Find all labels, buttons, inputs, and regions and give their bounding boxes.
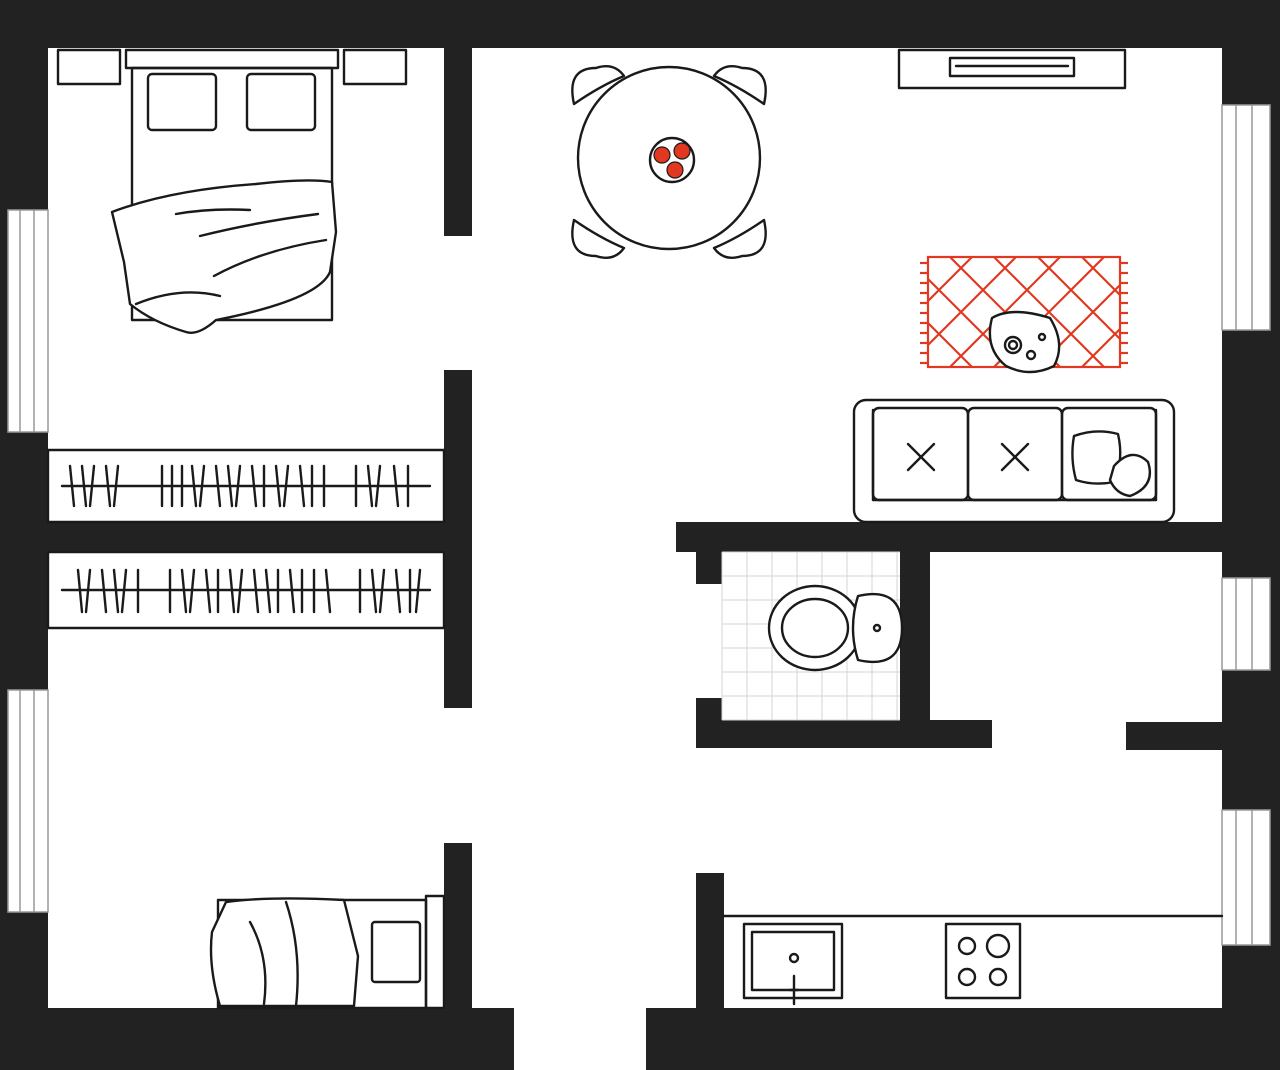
hanger-mark	[190, 464, 198, 508]
hanger-mark	[198, 464, 206, 508]
hanger-mark	[214, 464, 222, 508]
chair-icon	[712, 65, 767, 106]
sink-icon	[742, 922, 844, 1006]
rug-line	[1037, 256, 1121, 340]
hanger-mark	[180, 568, 188, 614]
wall-bath-left-top	[696, 522, 722, 584]
hanger-mark	[250, 464, 258, 508]
wall-wardrobe-divider	[48, 522, 472, 552]
chair-icon	[571, 65, 626, 106]
hanger-mark	[120, 568, 128, 614]
dining-set	[571, 65, 767, 259]
fruit-bowl-icon	[648, 136, 696, 184]
hanger-mark	[188, 568, 196, 614]
window-icon	[1221, 104, 1271, 331]
sofa-icon	[852, 398, 1176, 524]
hanger-mark	[252, 568, 260, 614]
single-bed-icon	[209, 894, 446, 1010]
wall-bottom-right	[646, 1008, 1280, 1070]
wall-bedroom-upper	[444, 48, 472, 236]
wall-bath-top	[676, 522, 1222, 552]
rug-line	[927, 256, 1017, 346]
tv-icon	[897, 48, 1127, 90]
hanger-mark	[84, 568, 92, 614]
chair-icon	[571, 218, 626, 259]
double-bed-icon	[110, 48, 340, 334]
rug-line	[1081, 328, 1121, 368]
hanger-mark	[374, 464, 382, 508]
hanger-mark	[76, 568, 84, 614]
hanger-mark	[288, 568, 296, 614]
hanger-mark	[282, 464, 290, 508]
wall-bath-bottom	[696, 720, 992, 748]
hanger-mark	[298, 464, 306, 508]
hanger-mark	[274, 464, 282, 508]
hanger-mark	[414, 568, 422, 614]
hanger-mark	[236, 568, 244, 614]
hanger-mark	[234, 464, 242, 508]
wall-stub-right	[1126, 722, 1222, 750]
rug-line	[1081, 256, 1121, 296]
hanger-mark	[370, 568, 378, 614]
hanger-mark	[104, 464, 112, 508]
hanger-mark	[324, 568, 332, 614]
chair-icon	[712, 218, 767, 259]
hanger-mark	[228, 568, 236, 614]
nightstand-icon	[56, 48, 122, 86]
rug-line	[927, 322, 973, 368]
coffee-table-icon	[988, 310, 1061, 374]
wall-bottom-left	[0, 1008, 514, 1070]
window-icon	[7, 209, 49, 433]
wardrobe-icon	[46, 550, 446, 630]
cooktop-icon	[944, 922, 1022, 1000]
hanger-mark	[204, 568, 212, 614]
hanger-mark	[264, 568, 272, 614]
toilet-icon	[767, 584, 904, 672]
hanger-mark	[226, 464, 234, 508]
wardrobe-icon	[46, 448, 446, 524]
hanger-mark	[392, 464, 400, 508]
window-icon	[1221, 577, 1271, 671]
wall-top	[0, 0, 1280, 48]
hanger-mark	[68, 464, 76, 508]
window-icon	[1221, 809, 1271, 946]
wall-bedroom-lower	[444, 843, 472, 1013]
hanger-mark	[100, 568, 108, 614]
hanger-mark	[112, 464, 120, 508]
wall-bath-right	[900, 522, 930, 748]
rug-line	[927, 256, 973, 302]
hanger-mark	[88, 464, 96, 508]
hanger-mark	[112, 568, 120, 614]
hanger-mark	[378, 568, 386, 614]
nightstand-icon	[342, 48, 408, 86]
hanger-mark	[80, 464, 88, 508]
hanger-mark	[394, 568, 402, 614]
hanger-mark	[366, 464, 374, 508]
windows	[7, 104, 1271, 946]
wall-kitchen-left	[696, 873, 724, 1013]
window-icon	[7, 689, 49, 913]
